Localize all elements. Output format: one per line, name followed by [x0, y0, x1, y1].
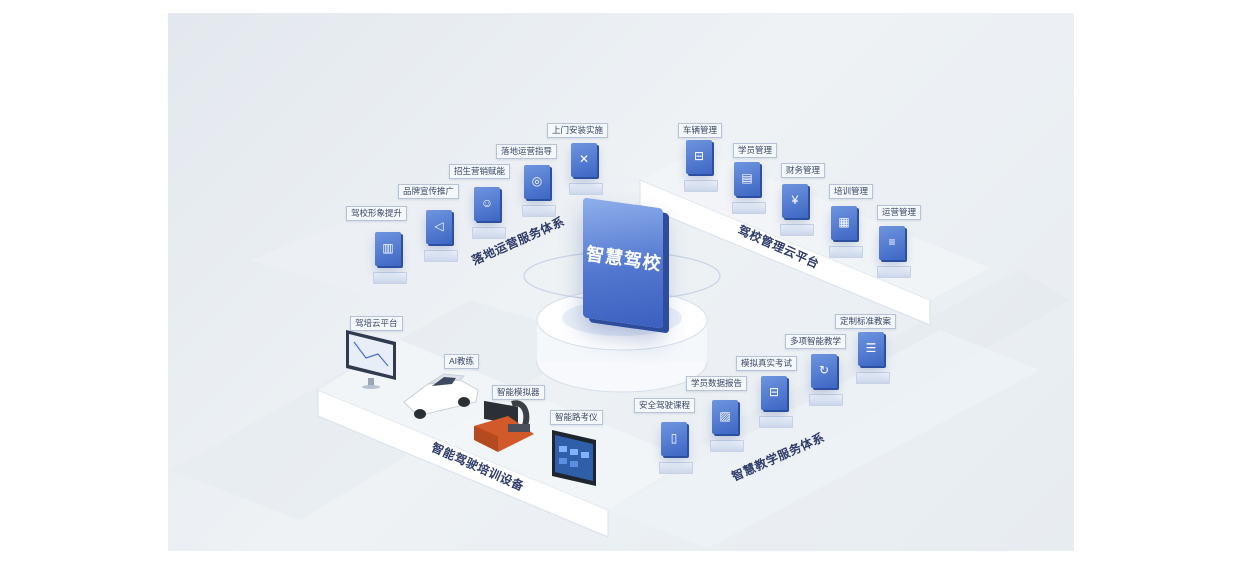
tile-base [829, 246, 863, 258]
tile-base [759, 416, 793, 428]
label-cloud-platform: 驾培云平台 [350, 316, 403, 331]
megaphone-icon: ◁ [426, 210, 452, 244]
tile-base [522, 205, 556, 217]
label-custom-plan: 定制标准教案 [835, 314, 897, 329]
report-icon: ▨ [712, 400, 738, 434]
tablet-device [552, 430, 596, 486]
simulator-model [474, 400, 534, 452]
id-card-icon: ▤ [734, 162, 760, 196]
tile-base [472, 227, 506, 239]
cloud-platform-edge [639, 179, 931, 326]
monitor-icon [346, 330, 396, 389]
tile-base [856, 372, 890, 384]
tile-base [373, 272, 407, 284]
tile-base [710, 440, 744, 452]
label-ai-coach: AI教练 [444, 354, 480, 369]
label-training-mgmt: 培训管理 [829, 184, 874, 199]
label-school-image: 驾校形象提升 [346, 206, 408, 221]
finance-icon: ¥ [782, 184, 808, 218]
tile-base [732, 202, 766, 214]
book-icon: ▯ [661, 422, 687, 456]
tile-base [780, 224, 814, 236]
teaching-platform-top [608, 330, 1040, 548]
label-install: 上门安装实施 [547, 123, 609, 138]
tile-base [659, 462, 693, 474]
label-ops-mgmt: 运营管理 [877, 205, 922, 220]
label-smart-teaching: 多项智能教学 [785, 334, 847, 349]
checklist-icon: ☰ [858, 332, 884, 366]
server-icon: ≡ [879, 226, 905, 260]
tile-base [877, 266, 911, 278]
car-icon: ⊟ [686, 140, 712, 174]
tile-base [569, 183, 603, 195]
label-vehicle-mgmt: 车辆管理 [678, 123, 723, 138]
label-road-test: 智能路考仪 [550, 410, 603, 425]
tile-base [809, 394, 843, 406]
compass-icon: ◎ [524, 165, 550, 199]
user-search-icon: ☺ [474, 187, 500, 221]
label-mock-exam: 模拟真实考试 [736, 356, 798, 371]
car-icon: ⊟ [761, 376, 787, 410]
label-safety-course: 安全驾驶课程 [634, 398, 696, 413]
cloud-platform-top [640, 150, 990, 300]
building-icon: ▥ [375, 232, 401, 266]
label-student-report: 学员数据报告 [686, 376, 748, 391]
car-model [403, 373, 479, 419]
label-student-mgmt: 学员管理 [733, 143, 778, 158]
tile-base [684, 180, 718, 192]
label-enrollment: 招生营销赋能 [449, 164, 511, 179]
calendar-icon: ▦ [831, 206, 857, 240]
tile-base [424, 250, 458, 262]
label-finance-mgmt: 财务管理 [781, 163, 826, 178]
refresh-icon: ↻ [811, 354, 837, 388]
label-brand-promo: 品牌宣传推广 [398, 184, 460, 199]
label-ops-guidance: 落地运营指导 [496, 144, 558, 159]
tools-icon: ✕ [571, 143, 597, 177]
label-simulator: 智能模拟器 [492, 385, 545, 400]
